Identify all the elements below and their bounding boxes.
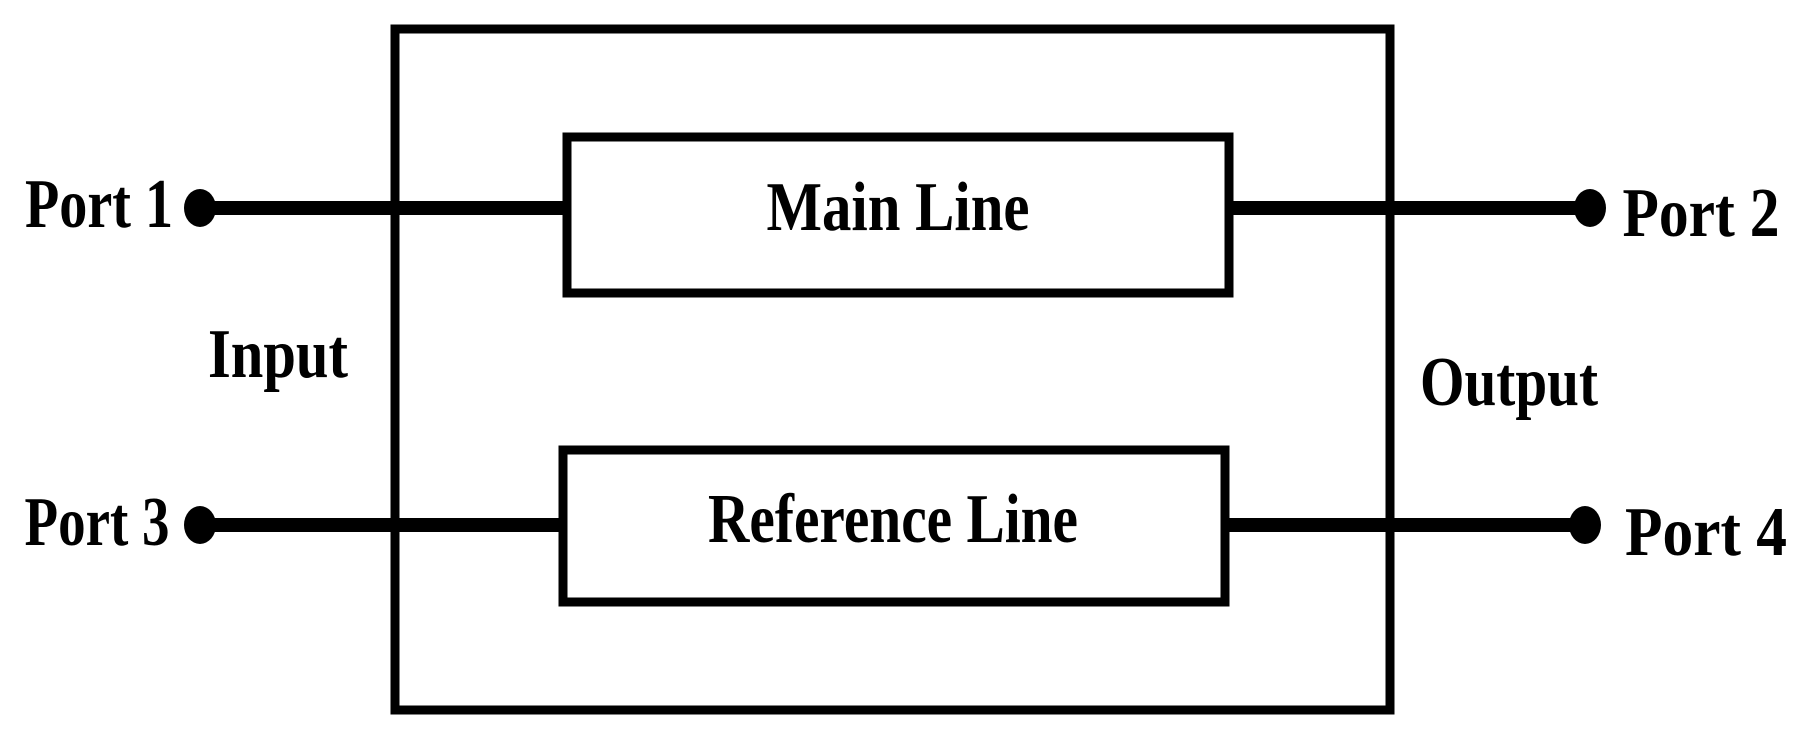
main-line-box	[562, 132, 1234, 298]
port2-label: Port 2	[1623, 175, 1780, 252]
port1-label: Port 1	[25, 166, 173, 243]
main-line-label: Main Line	[767, 169, 1030, 246]
port2-terminal-dot	[1574, 189, 1606, 227]
device-outline-box	[390, 24, 1395, 715]
reference-line-label: Reference Line	[708, 481, 1078, 558]
reference-line-box	[558, 445, 1230, 607]
port4-terminal-dot	[1569, 506, 1601, 544]
port4-label: Port 4	[1625, 494, 1787, 571]
port1-terminal-dot	[184, 189, 216, 227]
port3-terminal-dot	[184, 506, 216, 544]
input-label: Input	[208, 316, 348, 393]
output-label: Output	[1420, 344, 1598, 421]
port3-label: Port 3	[25, 484, 170, 561]
